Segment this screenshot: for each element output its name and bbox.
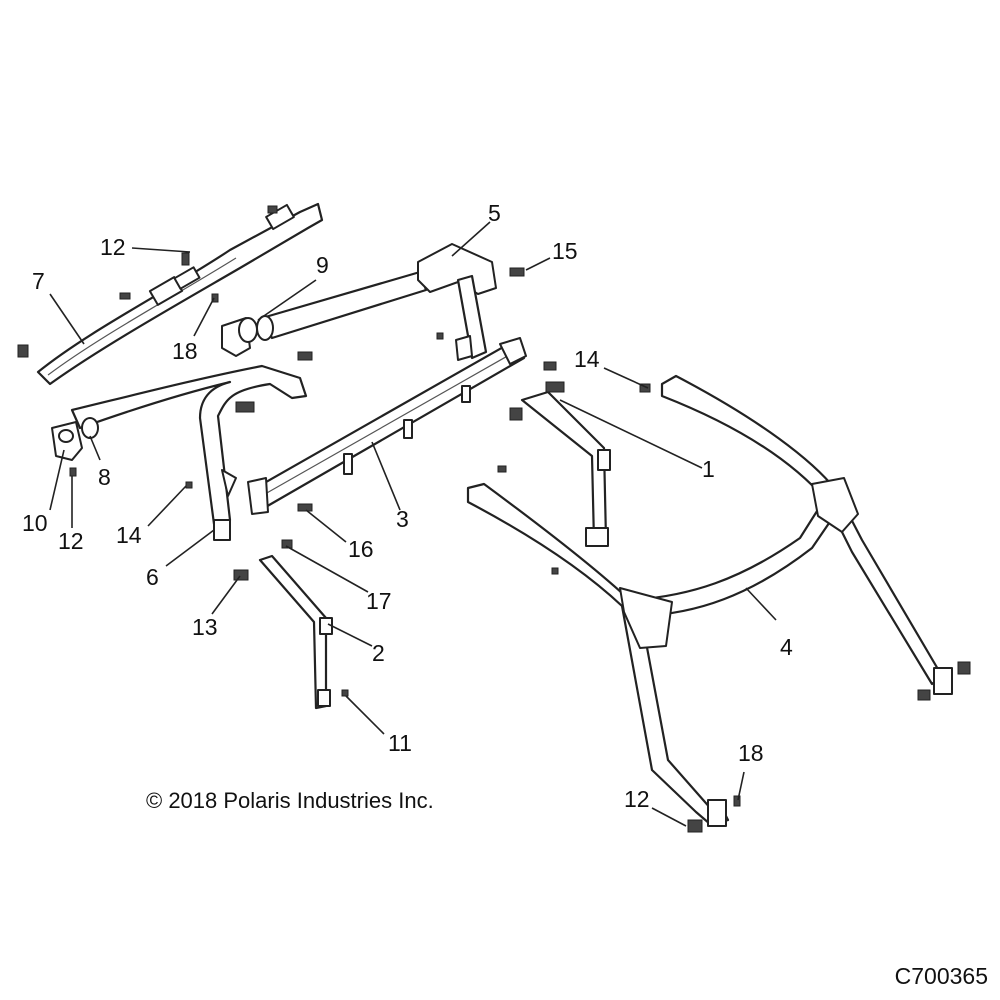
- callout-6: 6: [146, 564, 159, 590]
- callout-15: 15: [552, 238, 578, 264]
- callout-12-top: 12: [100, 234, 126, 260]
- part-10-bracket: [51, 421, 83, 477]
- callout-16: 16: [348, 536, 374, 562]
- drawing-id: C700365: [894, 963, 988, 989]
- callout-3: 3: [396, 506, 409, 532]
- callout-14-right: 14: [574, 346, 600, 372]
- callout-17: 17: [366, 588, 392, 614]
- part-1-brace: [497, 361, 651, 547]
- callout-4: 4: [780, 634, 793, 660]
- callout-13: 13: [192, 614, 218, 640]
- callout-12-left: 12: [58, 528, 84, 554]
- part-2-brace: [233, 539, 349, 710]
- part-9-tube: [221, 270, 428, 357]
- callout-14-left: 14: [116, 522, 142, 548]
- callout-11: 11: [388, 730, 412, 756]
- callout-8: 8: [98, 464, 111, 490]
- part-7-tube: [17, 202, 324, 386]
- copyright-text: © 2018 Polaris Industries Inc.: [146, 788, 434, 813]
- callout-12-bottom: 12: [624, 786, 650, 812]
- callout-2: 2: [372, 640, 385, 666]
- callout-18-top: 18: [172, 338, 198, 364]
- part-5-junction: [417, 243, 525, 361]
- callout-1: 1: [702, 456, 715, 482]
- callout-7: 7: [32, 268, 45, 294]
- callout-9: 9: [316, 252, 329, 278]
- callout-5: 5: [488, 200, 501, 226]
- part-6-front-bow: [70, 351, 313, 541]
- callout-18-bottom: 18: [738, 740, 764, 766]
- part-4-rear-cage: [466, 374, 971, 833]
- part-3-crossbar: [247, 337, 527, 515]
- leader-lines: [49, 221, 777, 827]
- callout-10: 10: [22, 510, 48, 536]
